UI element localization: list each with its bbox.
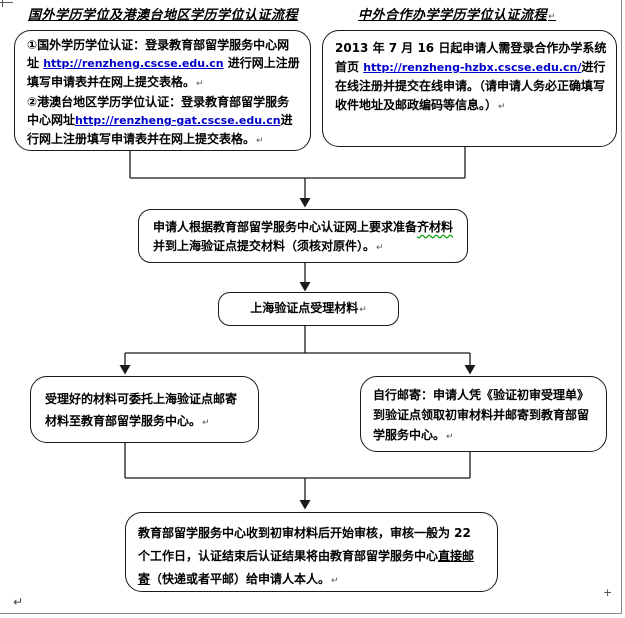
paragraph-mark: ↵ bbox=[548, 12, 557, 22]
connector-merge-bottom bbox=[124, 443, 471, 501]
joint-text-1: 2013 年 7 月 16 日起申请人需登录合作办学系统首页 bbox=[335, 41, 607, 74]
paragraph-mark: ↵ bbox=[446, 432, 454, 442]
return-mark: ↵ bbox=[13, 595, 24, 609]
paragraph-mark: ↵ bbox=[359, 305, 367, 315]
plus-mark: + bbox=[603, 586, 613, 599]
flow-box-prepare-materials: 申请人根据教育部留学服务中心认证网上要求准备齐材料并到上海验证点提交材料（须核对… bbox=[138, 209, 468, 263]
overseas-text-2: 进行网上注册填写申请表并在网上提交表格。 bbox=[27, 56, 300, 89]
flow-box-shanghai-accept: 上海验证点受理材料↵ bbox=[218, 292, 399, 326]
paragraph-mark: ↵ bbox=[202, 418, 210, 428]
review-paragraph: 教育部留学服务中心收到初审材料后开始审核，审核一般为 22 个工作日，认证结束后… bbox=[138, 522, 485, 593]
review-text-1: 教育部留学服务中心收到初审材料后开始审核，审核一般为 22 个工作日，认证结束后… bbox=[138, 526, 471, 563]
joint-text-2: 进行在线注册并提交在线申请。（请申请人务必正确填写收件地址及邮政编码等信息。） bbox=[335, 60, 606, 112]
entrust-text: 受理好的材料可委托上海验证点邮寄材料至教育部留学服务中心。 bbox=[45, 392, 238, 428]
flow-box-review-result: 教育部留学服务中心收到初审材料后开始审核，审核一般为 22 个工作日，认证结束后… bbox=[125, 512, 498, 592]
header-joint-title: 中外合作办学学历学位认证流程↵ bbox=[358, 4, 556, 23]
overseas-text-1: ①国外学历学位认证：登录教育部留学服务中心网址 bbox=[27, 38, 290, 70]
flow-box-self-mailing: 自行邮寄：申请人凭《验证初审受理单》到验证点领取初审材料并邮寄到教育部留学服务中… bbox=[360, 376, 607, 452]
paragraph-mark: ↵ bbox=[376, 243, 384, 253]
header-joint-text: 中外合作办学学历学位认证流程 bbox=[358, 8, 548, 23]
prepare-paragraph: 申请人根据教育部留学服务中心认证网上要求准备齐材料并到上海验证点提交材料（须核对… bbox=[153, 218, 455, 258]
connector-split bbox=[124, 326, 471, 366]
overseas-text-3: ②港澳台地区学历学位认证：登录教育部留学服务中心网址 bbox=[27, 95, 290, 127]
link-renzheng-hzbx[interactable]: http://renzheng-hzbx.cscse.edu.cn/ bbox=[363, 61, 582, 74]
arrowhead-to-review bbox=[299, 500, 311, 510]
selfmail-text: 自行邮寄：申请人凭《验证初审受理单》到验证点领取初审材料并邮寄到教育部留学服务中… bbox=[373, 388, 590, 442]
arrowhead-to-entrust bbox=[119, 365, 131, 375]
arrowhead-to-prepare bbox=[299, 198, 311, 208]
prepare-text-squiggle: 齐材料 bbox=[417, 220, 454, 234]
arrowhead-to-selfmail bbox=[464, 365, 476, 375]
connector-merge-top bbox=[129, 147, 466, 199]
selfmail-paragraph: 自行邮寄：申请人凭《验证初审受理单》到验证点领取初审材料并邮寄到教育部留学服务中… bbox=[373, 385, 596, 447]
overseas-paragraph-2: ②港澳台地区学历学位认证：登录教育部留学服务中心网址http://renzhen… bbox=[27, 93, 301, 150]
overseas-text-4: 进行网上注册填写申请表并在网上提交表格。 bbox=[27, 113, 293, 146]
paragraph-mark: ↵ bbox=[498, 102, 506, 112]
accept-text: 上海验证点受理材料 bbox=[250, 301, 359, 315]
header-overseas-text: 国外学历学位及港澳台地区学历学位认证流程 bbox=[28, 8, 299, 23]
flow-box-overseas: ①国外学历学位认证：登录教育部留学服务中心网址 http://renzheng.… bbox=[14, 30, 311, 151]
header-overseas-title: 国外学历学位及港澳台地区学历学位认证流程 bbox=[28, 4, 298, 23]
joint-paragraph: 2013 年 7 月 16 日起申请人需登录合作办学系统首页 http://re… bbox=[335, 39, 607, 117]
paragraph-mark: ↵ bbox=[331, 576, 339, 586]
link-renzheng-cscse[interactable]: http://renzheng.cscse.edu.cn bbox=[43, 57, 224, 70]
paragraph-mark: ↵ bbox=[256, 136, 264, 146]
flow-box-entrust-mailing: 受理好的材料可委托上海验证点邮寄材料至教育部留学服务中心。↵ bbox=[30, 376, 259, 443]
review-text-2: （快递或者平邮）给申请人本人。 bbox=[150, 572, 331, 586]
prepare-text-2: 并到上海验证点提交材料（须核对原件）。 bbox=[153, 239, 376, 253]
link-renzheng-gat[interactable]: http://renzheng-gat.cscse.edu.cn bbox=[75, 114, 281, 127]
arrowhead-to-accept bbox=[299, 282, 311, 292]
overseas-paragraph-1: ①国外学历学位认证：登录教育部留学服务中心网址 http://renzheng.… bbox=[27, 36, 301, 93]
entrust-paragraph: 受理好的材料可委托上海验证点邮寄材料至教育部留学服务中心。↵ bbox=[45, 388, 246, 434]
review-text-underlined: 直接邮寄 bbox=[138, 549, 475, 586]
paragraph-mark: ↵ bbox=[196, 79, 204, 89]
flow-box-joint-program: 2013 年 7 月 16 日起申请人需登录合作办学系统首页 http://re… bbox=[322, 30, 617, 147]
prepare-text-1: 申请人根据教育部留学服务中心认证网上要求准备 bbox=[153, 220, 418, 234]
